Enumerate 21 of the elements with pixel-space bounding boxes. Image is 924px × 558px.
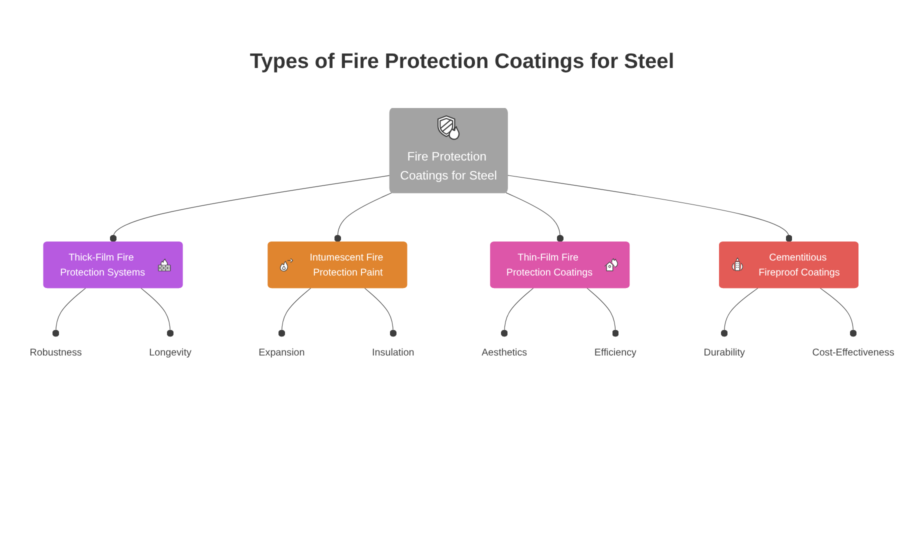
connector [52, 288, 86, 338]
node-text: Efficiency [594, 346, 636, 358]
node-text: Insulation [372, 346, 414, 358]
connector [820, 288, 857, 338]
node-text: Durability [704, 346, 745, 358]
connector [586, 288, 619, 338]
node-text: Cost-Effectiveness [812, 346, 894, 358]
connector [278, 288, 312, 338]
node-text: Robustness [30, 346, 82, 358]
node-text: Aesthetics [482, 346, 528, 358]
connector [110, 175, 390, 243]
connector [334, 192, 392, 243]
connector [500, 288, 534, 338]
connector [140, 288, 174, 338]
connector [720, 288, 758, 338]
node-text: Longevity [149, 346, 192, 358]
connector [506, 192, 564, 243]
title: Types of Fire Protection Coatings for Steel [250, 50, 674, 73]
connector [507, 175, 793, 243]
node-text: Expansion [258, 346, 305, 358]
connector [364, 288, 397, 338]
